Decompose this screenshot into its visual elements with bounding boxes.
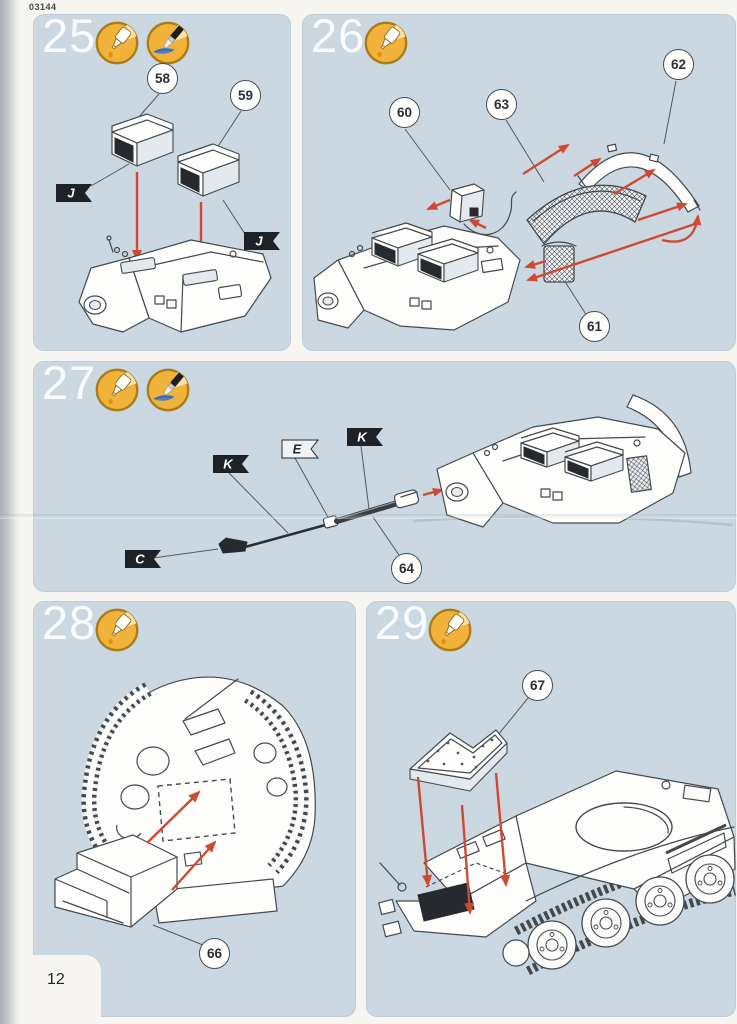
part-60-drawing — [449, 183, 517, 236]
assembly-arrows — [426, 143, 702, 282]
step-number: 28 — [42, 596, 97, 649]
flag-C: C — [125, 550, 161, 568]
assembly-arrow — [422, 487, 444, 497]
flag-K-1: K — [213, 455, 249, 473]
glue-icon — [95, 608, 139, 652]
part-67-drawing — [409, 729, 508, 792]
part-callout: 64 — [391, 553, 422, 584]
step-28-drawing — [54, 676, 316, 946]
turret-drawing — [313, 222, 521, 331]
flag-J-2: J — [244, 232, 280, 250]
step-27-drawing: K E K C — [125, 394, 734, 568]
step-number: 29 — [375, 596, 430, 649]
flag-letter: E — [293, 442, 302, 457]
flag-letter: J — [67, 186, 75, 201]
step-icons — [95, 21, 190, 65]
part-callout: 63 — [486, 89, 517, 120]
part-callout: 67 — [522, 670, 553, 701]
leader-line — [152, 924, 204, 946]
page-number: 12 — [47, 971, 65, 988]
placement-outline — [157, 778, 236, 842]
glue-icon — [364, 21, 408, 65]
glue-icon — [428, 608, 472, 652]
step-icons — [428, 608, 472, 652]
step-29-drawing — [378, 697, 736, 975]
flag-K-2: K — [347, 428, 383, 446]
step-25-drawing: J J — [56, 93, 280, 333]
page-number-box: 12 — [33, 955, 101, 1017]
assembly-arrows — [416, 772, 511, 915]
part-callout: 60 — [389, 97, 420, 128]
step-panel-29: 29 — [366, 596, 736, 1017]
step-panel-27: 27 — [33, 356, 736, 592]
leader-line — [497, 697, 529, 736]
hull-drawing — [378, 770, 736, 975]
flag-J-1: J — [56, 184, 92, 202]
part-callout: 62 — [663, 49, 694, 80]
part-58-drawing — [111, 113, 174, 167]
step-icons — [95, 368, 190, 412]
paintbrush-icon — [146, 368, 190, 412]
step-icons — [95, 608, 139, 652]
step-number: 25 — [42, 9, 97, 62]
leader-lines — [404, 80, 677, 317]
part-66-drawing — [54, 834, 178, 928]
flag-E: E — [281, 439, 320, 459]
step-icons — [364, 21, 408, 65]
step-number: 27 — [42, 356, 97, 409]
part-callout: 66 — [199, 938, 230, 969]
leader-lines — [152, 445, 400, 559]
step-number: 26 — [311, 9, 366, 62]
part-callout: 61 — [579, 311, 610, 342]
step-26-drawing — [313, 80, 702, 331]
flag-letter: K — [223, 457, 234, 472]
part-callout: 58 — [147, 63, 178, 94]
hull-underside-drawing — [81, 676, 316, 924]
part-61-drawing — [541, 241, 577, 283]
step-panel-25: 25 — [33, 9, 291, 351]
rivet-dots — [426, 738, 494, 769]
assembly-arrows — [146, 790, 217, 891]
step-panel-26: 26 — [302, 9, 736, 351]
gun-barrel-drawing — [218, 489, 420, 554]
flag-letter: C — [135, 552, 145, 567]
part-callout: 59 — [230, 80, 261, 111]
part-62-drawing — [577, 143, 701, 213]
paintbrush-icon — [146, 21, 190, 65]
doc-code: 03144 — [29, 2, 57, 12]
glue-icon — [95, 21, 139, 65]
flag-letter: J — [255, 234, 263, 249]
flag-letter: K — [357, 430, 368, 445]
step-panel-28: 28 — [33, 596, 356, 1017]
part-59-drawing — [177, 143, 240, 197]
glue-icon — [95, 368, 139, 412]
turret-drawing — [78, 235, 272, 333]
part-63-drawing — [526, 184, 647, 246]
turret-drawing — [436, 394, 692, 528]
scan-edge — [0, 0, 22, 1024]
